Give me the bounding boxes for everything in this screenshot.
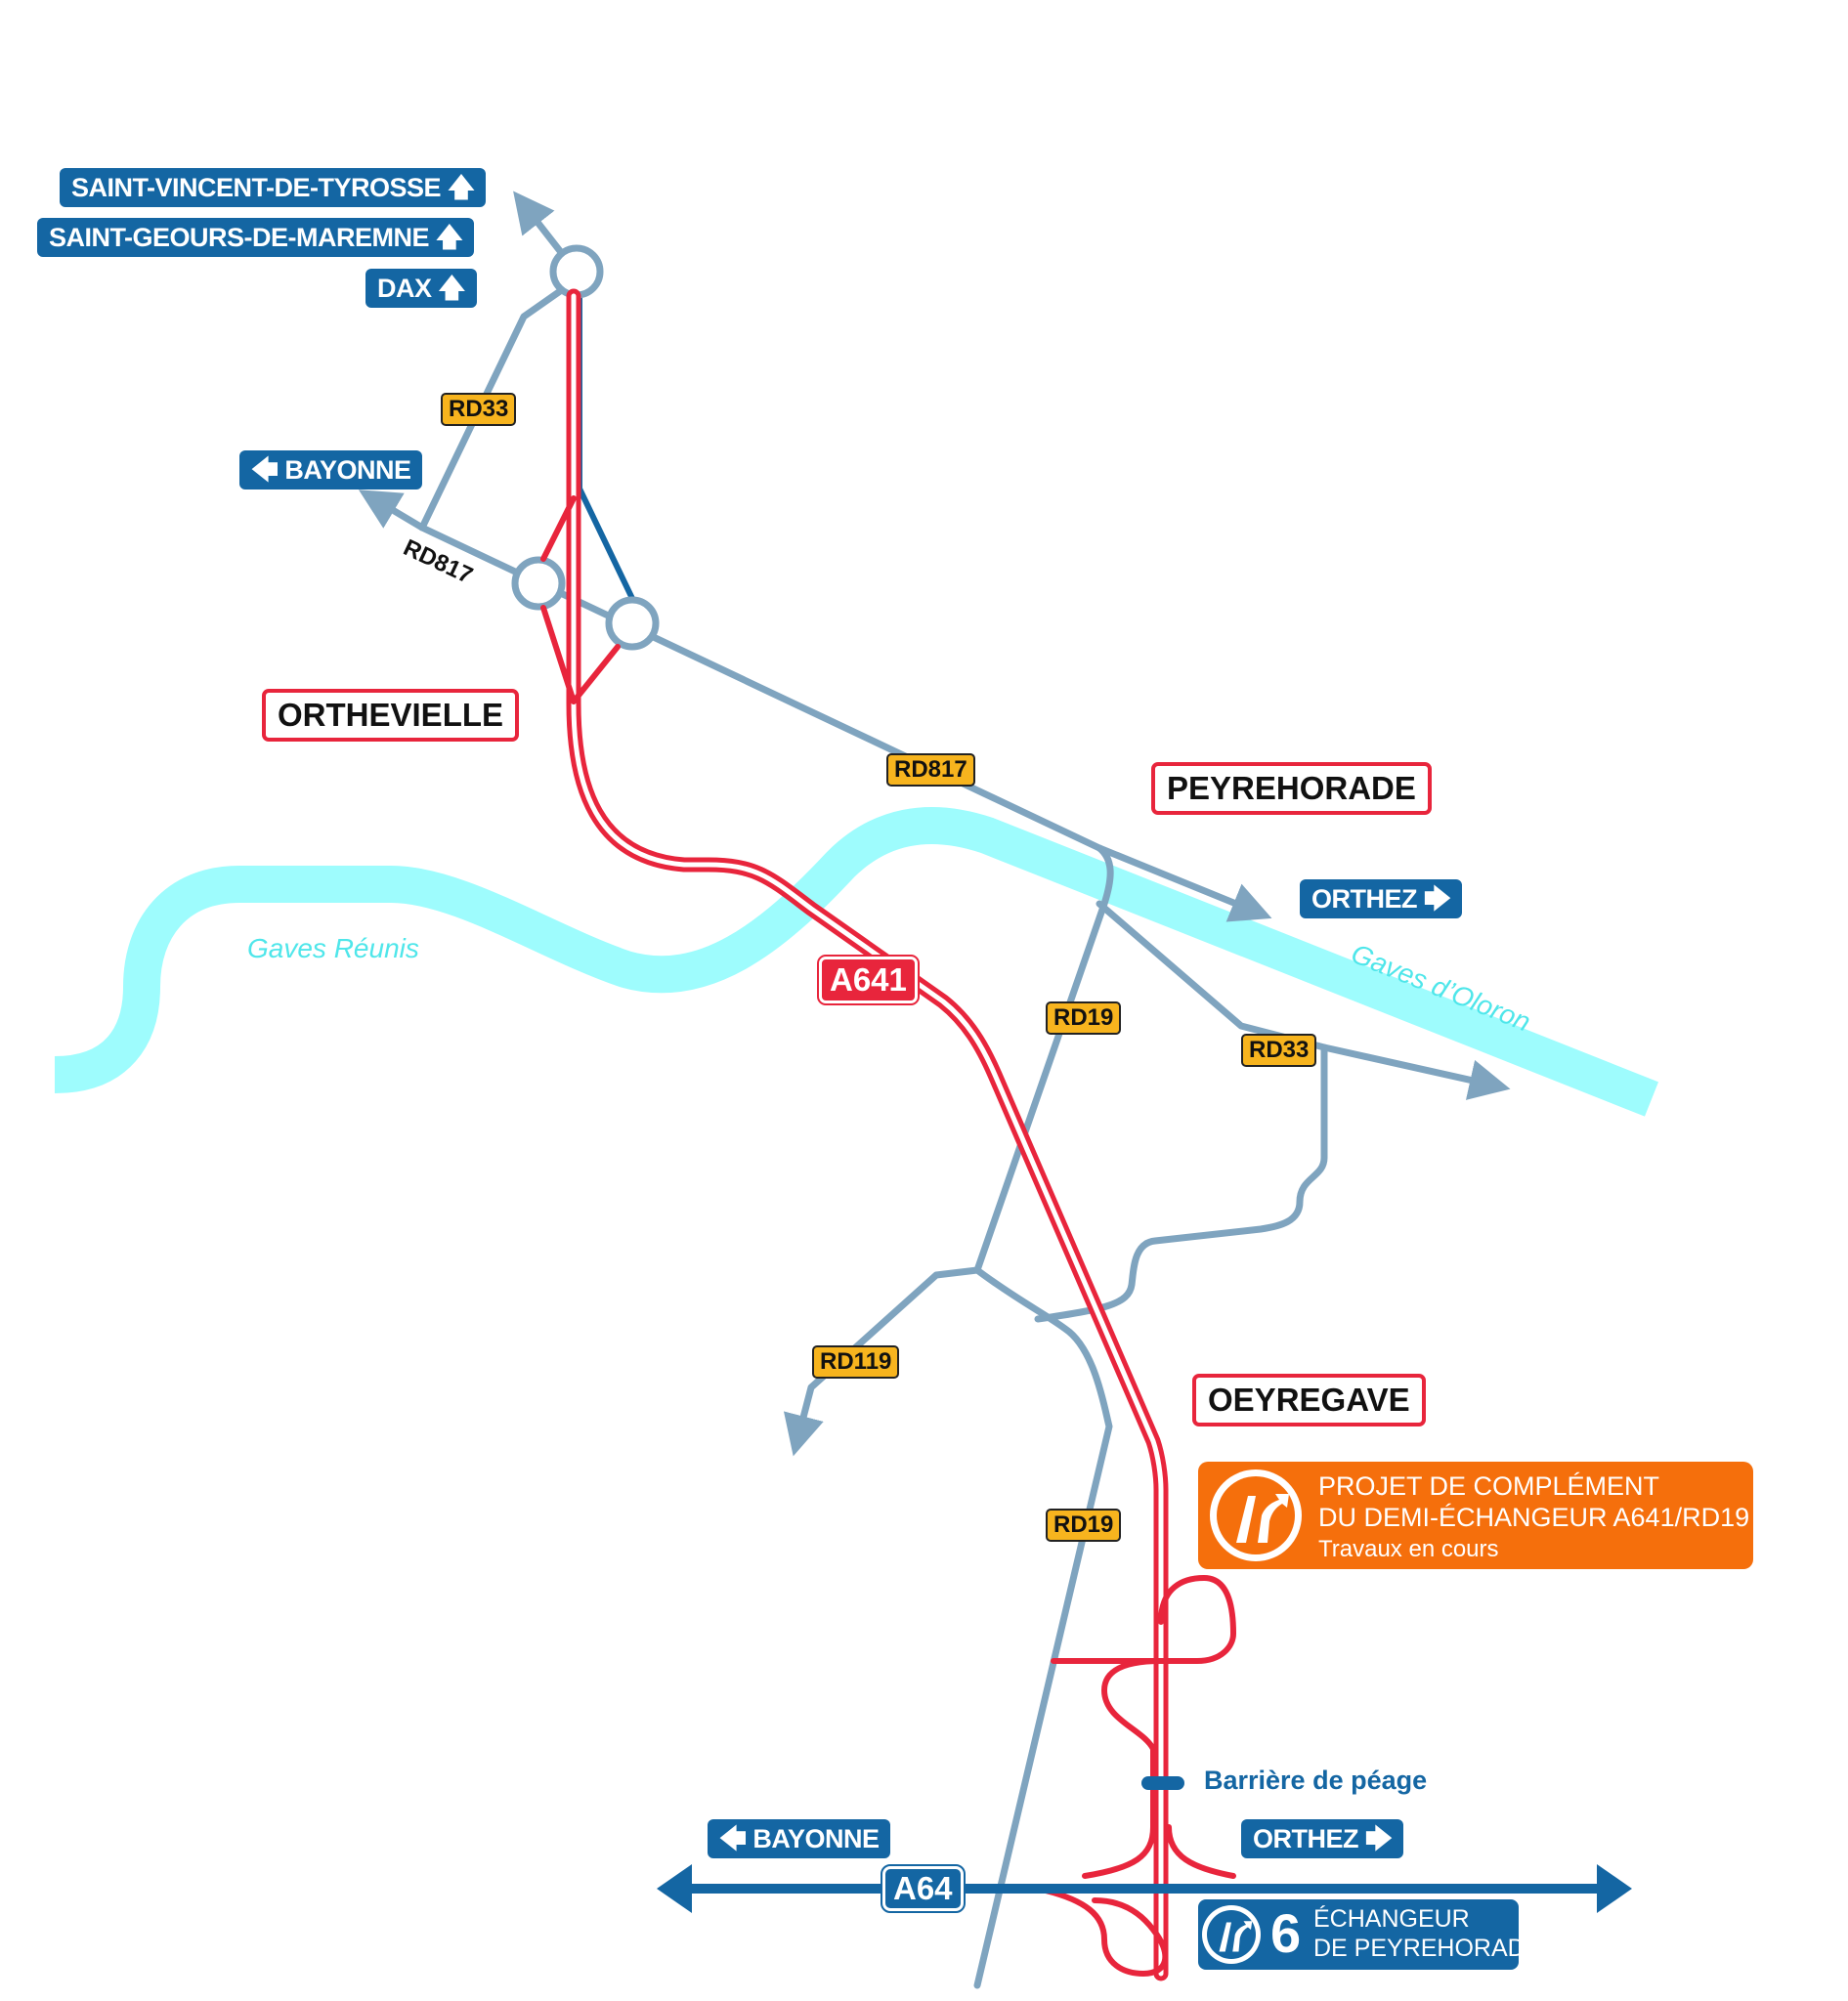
a641-motorway	[540, 288, 1236, 1981]
sign-dax-label: DAX	[377, 274, 432, 303]
left-arrow-icon: 🡄	[719, 1824, 747, 1853]
road-label-rd33-east: RD33	[1241, 1034, 1317, 1067]
project-line-3: Travaux en cours	[1318, 1536, 1499, 1562]
road-label-rd817: RD817	[886, 753, 975, 787]
right-arrow-icon: 🡆	[1365, 1824, 1393, 1853]
road-label-rd19-north: RD19	[1046, 1001, 1122, 1035]
sign-orthez-south: ORTHEZ 🡆	[1241, 1819, 1404, 1858]
interchange-line-2: DE PEYREHORADE	[1313, 1935, 1542, 1962]
road-label-rd119: RD119	[812, 1345, 900, 1379]
blue-connector	[577, 286, 652, 636]
project-line-1: PROJET DE COMPLÉMENT	[1318, 1471, 1660, 1501]
toll-barrier-label: Barrière de péage	[1204, 1766, 1428, 1795]
sign-bayonne-south-label: BAYONNE	[752, 1824, 880, 1853]
up-arrow-icon: 🡅	[436, 223, 463, 252]
interchange-badge: 6 ÉCHANGEUR DE PEYREHORADE	[1198, 1899, 1541, 1970]
right-arrow-icon: 🡆	[1424, 884, 1451, 914]
interchange-badge-icon	[1207, 1910, 1256, 1959]
interchange-number: 6	[1270, 1902, 1302, 1964]
town-peyrehorade: PEYREHORADE	[1151, 762, 1432, 815]
up-arrow-icon: 🡅	[448, 173, 475, 202]
a64-motorway	[657, 1864, 1632, 1913]
left-arrow-icon: 🡄	[251, 455, 279, 485]
interchange-line-1: ÉCHANGEUR	[1313, 1905, 1470, 1933]
sign-bayonne-south: 🡄 BAYONNE	[708, 1819, 891, 1858]
river-gaves	[54, 807, 1659, 1117]
toll-barrier-marker	[1141, 1776, 1184, 1790]
sign-orthez-north: ORTHEZ 🡆	[1300, 879, 1463, 918]
project-line-2: DU DEMI-ÉCHANGEUR A641/RD19	[1318, 1503, 1750, 1532]
river-label-gaves-reunis: Gaves Réunis	[247, 933, 419, 963]
road-label-rd19-south: RD19	[1046, 1509, 1122, 1542]
sign-orthez-north-label: ORTHEZ	[1311, 884, 1418, 914]
up-arrow-icon: 🡅	[438, 274, 466, 303]
road-label-a641: A641	[817, 955, 920, 1005]
sign-saint-geours-label: SAINT-GEOURS-DE-MAREMNE	[49, 223, 430, 252]
sign-orthez-south-label: ORTHEZ	[1253, 1824, 1359, 1853]
project-callout: PROJET DE COMPLÉMENT DU DEMI-ÉCHANGEUR A…	[1198, 1462, 1753, 1569]
roundabouts	[511, 244, 660, 651]
sign-saint-geours: SAINT-GEOURS-DE-MAREMNE 🡅	[37, 218, 475, 257]
secondary-roads	[358, 191, 1511, 1989]
sign-bayonne-north-label: BAYONNE	[284, 455, 411, 485]
sign-bayonne-north: 🡄 BAYONNE	[239, 450, 423, 490]
road-label-rd33-north: RD33	[441, 393, 517, 426]
interchange-icon	[1217, 1476, 1295, 1554]
road-label-a64: A64	[881, 1864, 966, 1913]
town-oeyregave: OEYREGAVE	[1192, 1374, 1426, 1426]
town-orthevielle: ORTHEVIELLE	[262, 689, 520, 742]
sign-saint-vincent: SAINT-VINCENT-DE-TYROSSE 🡅	[60, 168, 487, 207]
sign-saint-vincent-label: SAINT-VINCENT-DE-TYROSSE	[71, 173, 442, 202]
sign-dax: DAX 🡅	[365, 269, 477, 308]
